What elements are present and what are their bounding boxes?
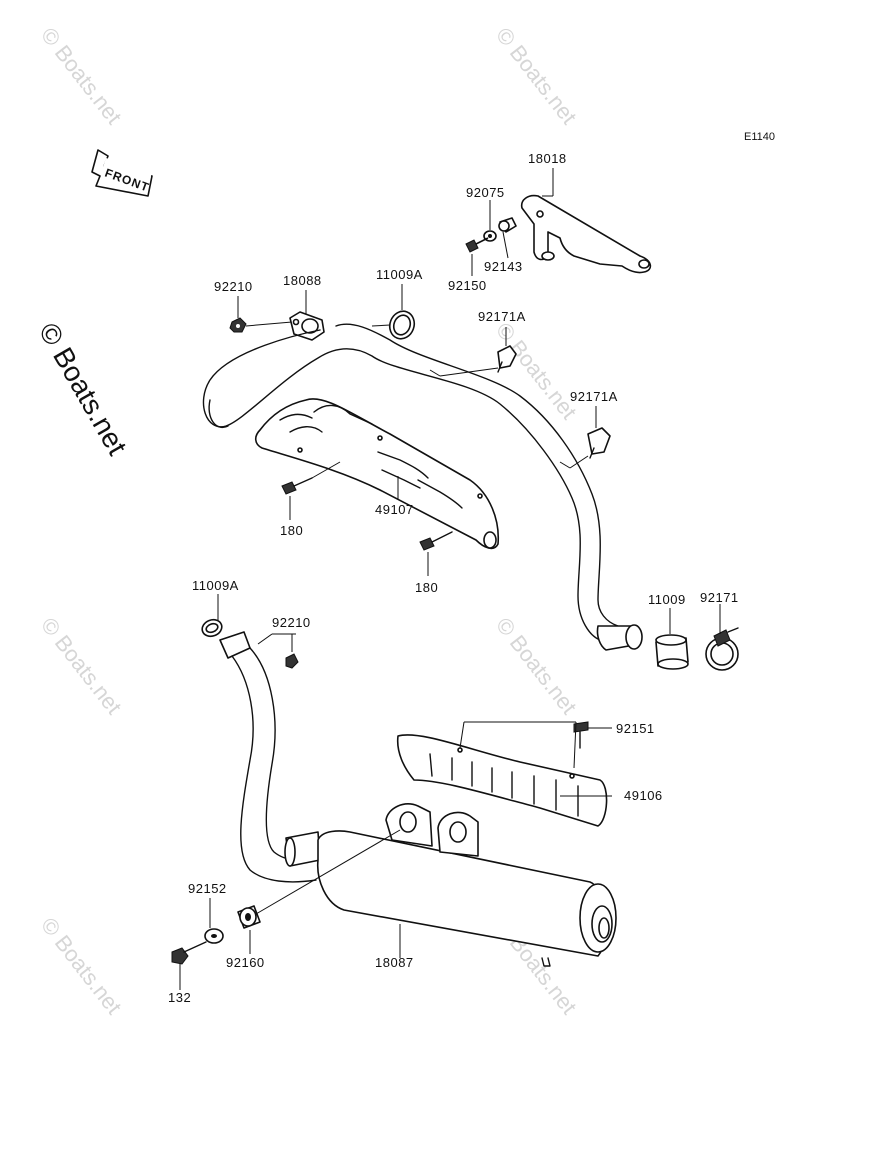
sleeve-11009 (655, 634, 689, 670)
gasket-11009a-top (388, 310, 416, 340)
label-92171a-1: 92171A (478, 309, 526, 324)
label-92151: 92151 (616, 721, 655, 736)
front-arrow-icon: FRONT (91, 149, 153, 197)
label-49106: 49106 (624, 788, 663, 803)
watermark-side-large: © Boats.net (33, 318, 133, 461)
label-92171a-2: 92171A (570, 389, 618, 404)
bolt-132 (171, 941, 207, 965)
clamp-92171a-1 (497, 345, 517, 373)
watermark-mid-center: © Boats.net (491, 613, 582, 719)
watermark-mid-left: © Boats.net (36, 613, 127, 719)
clamp-92171a-2 (587, 427, 611, 459)
bracket-18018 (520, 194, 652, 274)
label-92075: 92075 (466, 185, 505, 200)
grommet-92160 (237, 905, 261, 929)
label-92160: 92160 (226, 955, 265, 970)
washer-92152 (204, 928, 224, 944)
label-92171: 92171 (700, 590, 739, 605)
watermark-top-center: © Boats.net (491, 23, 582, 129)
label-11009: 11009 (648, 592, 686, 607)
screw-92151 (573, 721, 589, 749)
muffler-18087 (316, 803, 617, 967)
bolt-92150 (465, 237, 489, 253)
nut-92210-top (229, 317, 247, 333)
nut-92210-bottom (285, 653, 299, 669)
label-49107: 49107 (375, 502, 414, 517)
label-132: 132 (168, 990, 191, 1005)
label-11009a-top: 11009A (376, 267, 423, 282)
heat-shield-49107 (254, 398, 500, 550)
label-92150: 92150 (448, 278, 487, 293)
label-180-1: 180 (280, 523, 303, 538)
label-92152: 92152 (188, 881, 227, 896)
watermark-top-left: © Boats.net (36, 23, 127, 129)
label-11009a-bottom: 11009A (192, 578, 239, 593)
gasket-11009a-bottom (201, 618, 223, 638)
label-92210-top: 92210 (214, 279, 253, 294)
bolt-180-1 (281, 477, 313, 495)
flange-18088 (289, 311, 325, 341)
watermark-bottom-left: © Boats.net (36, 913, 127, 1019)
heat-shield-49106 (396, 734, 608, 827)
bolt-180-2 (419, 531, 453, 551)
collar-92143 (498, 217, 517, 233)
label-18087: 18087 (375, 955, 414, 970)
exhaust-pipe-lower (219, 631, 321, 883)
label-180-2: 180 (415, 580, 438, 595)
label-92210-bottom: 92210 (272, 615, 311, 630)
diagram-code: E1140 (744, 131, 775, 143)
label-18088: 18088 (283, 273, 322, 288)
label-18018: 18018 (528, 151, 567, 166)
label-92143: 92143 (484, 259, 523, 274)
clamp-92171 (705, 627, 739, 671)
exhaust-pipe-upper (202, 323, 643, 651)
